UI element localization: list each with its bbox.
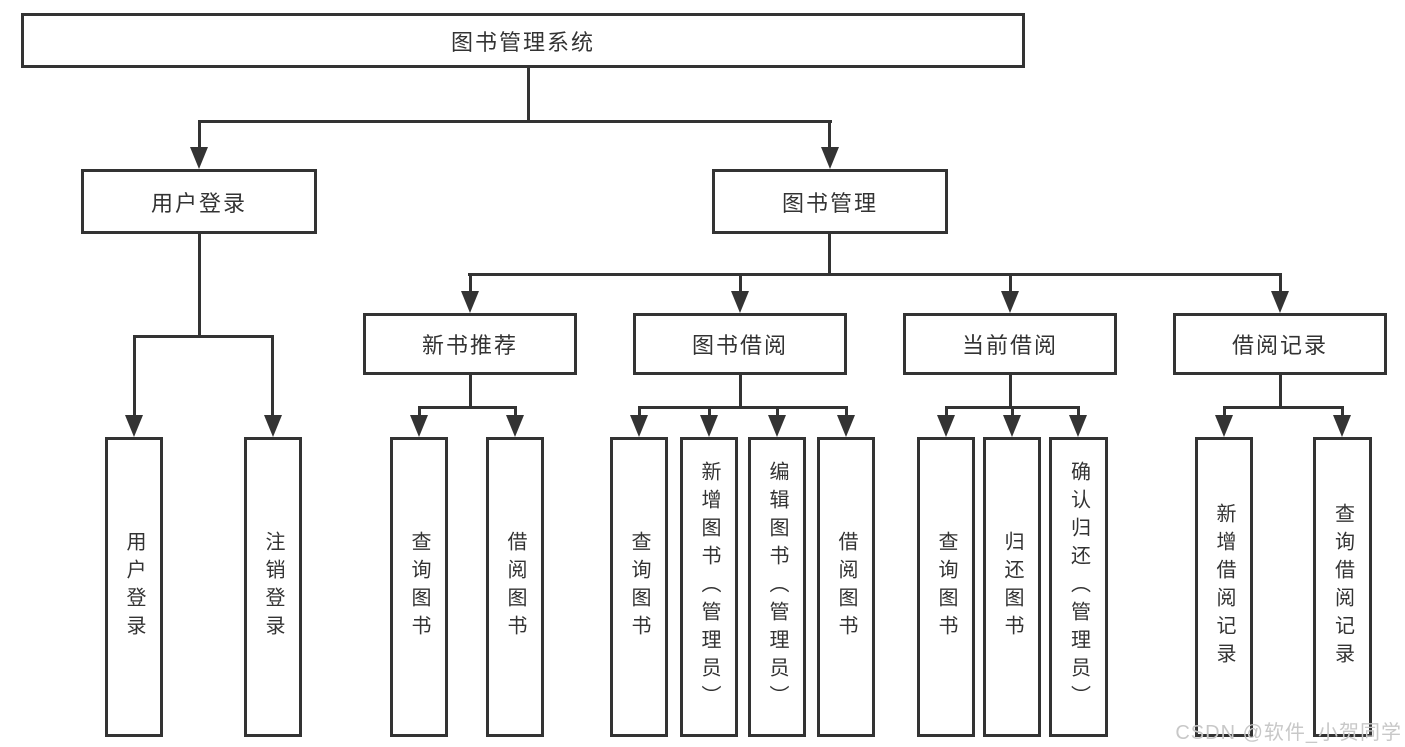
connector-stem [739, 375, 742, 408]
node-user-login-leaf: 用户登录 [105, 437, 163, 737]
arrow-down-icon [821, 147, 839, 169]
connector-drop [945, 406, 948, 419]
connector-drop [1009, 273, 1012, 295]
node-add-books-admin: 新增图书（管理员） [680, 437, 738, 737]
arrow-down-icon [1069, 415, 1087, 437]
connector-drop [638, 406, 641, 419]
connector-drop [845, 406, 848, 419]
arrow-down-icon [1003, 415, 1021, 437]
node-borrow-books-borrow: 借阅图书 [817, 437, 875, 737]
arrow-down-icon [264, 415, 282, 437]
node-label: 图书管理 [781, 190, 878, 216]
arrow-down-icon [1215, 415, 1233, 437]
node-label: 用户登录 [123, 531, 145, 643]
arrow-down-icon [125, 415, 143, 437]
node-label: 查询图书 [935, 531, 957, 643]
arrow-down-icon [410, 415, 428, 437]
arrow-down-icon [461, 291, 479, 313]
arrow-down-icon [837, 415, 855, 437]
node-label: 借阅记录 [1231, 333, 1328, 358]
csdn-watermark: CSDN @软件_小贺同学 [1175, 722, 1402, 744]
node-logout: 注销登录 [244, 437, 302, 737]
node-label: 新增借阅记录 [1213, 503, 1235, 671]
node-current-borrow: 当前借阅 [903, 313, 1117, 375]
node-label: 查询图书 [628, 531, 650, 643]
node-label: 借阅图书 [835, 531, 857, 643]
connector-drop [271, 335, 274, 419]
node-book-borrow: 图书借阅 [633, 313, 847, 375]
connector-drop [776, 406, 779, 419]
connector-bookmgmt-stem [828, 234, 831, 275]
connector-drop [133, 335, 136, 419]
connector-drop [469, 273, 472, 295]
node-label: 确认归还（管理员） [1067, 461, 1090, 713]
node-confirm-return-admin: 确认归还（管理员） [1049, 437, 1108, 737]
connector-drop [739, 273, 742, 295]
node-label: 新增图书（管理员） [698, 461, 720, 713]
connector-drop [1279, 273, 1282, 295]
node-label: 查询借阅记录 [1331, 503, 1354, 671]
connector-userlogin-bar [133, 335, 274, 338]
connector-stem [1009, 375, 1012, 408]
node-label: 查询图书 [408, 531, 430, 643]
node-edit-books-admin: 编辑图书（管理员） [748, 437, 806, 737]
arrow-down-icon [1001, 291, 1019, 313]
connector-drop [418, 406, 421, 419]
node-label: 编辑图书（管理员） [766, 461, 788, 713]
node-label: 注销登录 [262, 531, 284, 643]
node-library-system: 图书管理系统 [21, 13, 1025, 68]
node-user-login: 用户登录 [81, 169, 317, 234]
arrow-down-icon [506, 415, 524, 437]
node-label: 借阅图书 [504, 531, 526, 643]
arrow-down-icon [731, 291, 749, 313]
connector-drop [514, 406, 517, 419]
connector-drop [1341, 406, 1344, 419]
node-label: 用户登录 [150, 190, 247, 216]
connector-stem [469, 375, 472, 408]
node-add-borrow-record: 新增借阅记录 [1195, 437, 1253, 737]
arrow-down-icon [1271, 291, 1289, 313]
connector-bar [1223, 406, 1344, 409]
node-query-borrow-record: 查询借阅记录 [1313, 437, 1372, 737]
node-query-books-current: 查询图书 [917, 437, 975, 737]
node-query-books-borrow: 查询图书 [610, 437, 668, 737]
arrow-down-icon [630, 415, 648, 437]
node-label: 归还图书 [1001, 531, 1023, 643]
node-label: 当前借阅 [961, 333, 1058, 358]
node-label: 图书管理系统 [450, 29, 595, 55]
connector-root-stem [527, 68, 530, 122]
node-label: 新书推荐 [421, 333, 518, 358]
connector-bar [418, 406, 517, 409]
node-query-books-recommend: 查询图书 [390, 437, 448, 737]
connector-drop [1077, 406, 1080, 419]
arrow-down-icon [190, 147, 208, 169]
connector-stem [1279, 375, 1282, 408]
node-borrow-books-recommend: 借阅图书 [486, 437, 544, 737]
arrow-down-icon [700, 415, 718, 437]
connector-bar [638, 406, 847, 409]
node-new-book-recommend: 新书推荐 [363, 313, 577, 375]
connector-userlogin-stem [198, 234, 201, 337]
connector-drop [1011, 406, 1014, 419]
node-return-books: 归还图书 [983, 437, 1041, 737]
connector-drop [1223, 406, 1226, 419]
node-label: 图书借阅 [691, 333, 788, 358]
node-book-management: 图书管理 [712, 169, 948, 234]
connector-drop [708, 406, 711, 419]
connector-root-bar [198, 120, 832, 123]
arrow-down-icon [937, 415, 955, 437]
node-borrow-records: 借阅记录 [1173, 313, 1387, 375]
arrow-down-icon [1333, 415, 1351, 437]
connector-drop-user-login [198, 120, 201, 152]
arrow-down-icon [768, 415, 786, 437]
connector-bookmgmt-bar [468, 273, 1281, 276]
connector-drop-book-management [828, 120, 831, 152]
